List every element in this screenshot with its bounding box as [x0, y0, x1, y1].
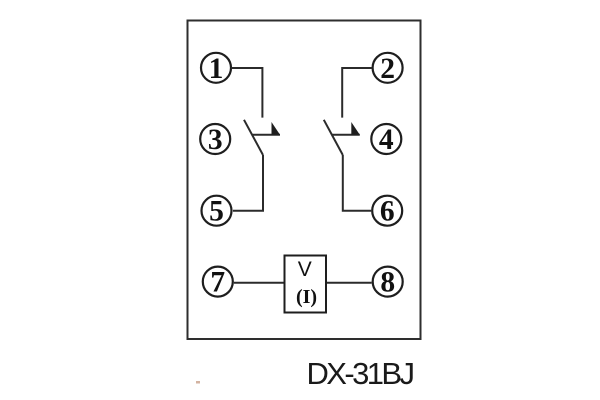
- svg-text:1: 1: [209, 53, 224, 85]
- svg-text:DX-31BJ: DX-31BJ: [307, 356, 416, 391]
- svg-text:5: 5: [209, 196, 224, 228]
- svg-text:2: 2: [380, 53, 395, 85]
- svg-text:8: 8: [380, 267, 395, 299]
- svg-text:6: 6: [380, 196, 395, 228]
- svg-text:V: V: [298, 258, 312, 281]
- svg-text:7: 7: [210, 267, 225, 299]
- svg-text:4: 4: [379, 124, 394, 156]
- svg-text:(I): (I): [296, 286, 317, 308]
- svg-text:3: 3: [208, 124, 223, 156]
